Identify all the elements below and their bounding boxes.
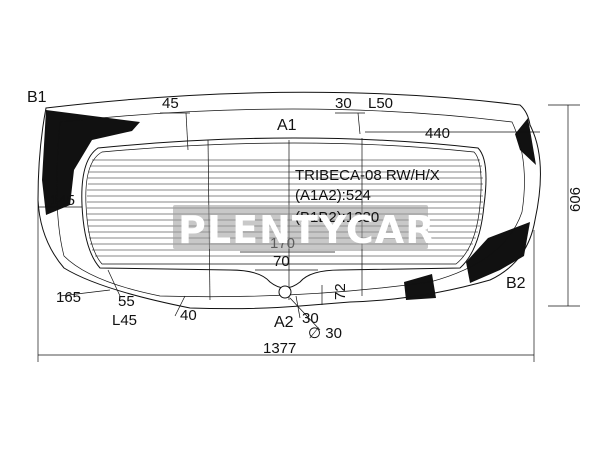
dim-center-70: 70 xyxy=(273,253,290,270)
dim-left-165: 165 xyxy=(56,289,81,306)
part-a1a2-line: (A1A2):524 xyxy=(295,187,371,204)
point-a1-label: A1 xyxy=(277,117,297,134)
frit-inner-outline xyxy=(56,108,525,298)
watermark-box xyxy=(173,205,428,249)
dim-width-1377: 1377 xyxy=(263,340,296,357)
dim-right-440: 440 xyxy=(425,125,450,142)
frit-left xyxy=(42,110,140,215)
dim-left-145: 145 xyxy=(50,192,75,209)
dim-top-45: 45 xyxy=(162,95,179,112)
glass-outline xyxy=(37,91,541,310)
frit-right-bottom xyxy=(466,222,530,283)
point-b2-label: B2 xyxy=(506,275,526,292)
wiper-hole xyxy=(278,285,292,299)
dim-top-30: 30 xyxy=(335,95,352,112)
heated-area-inner xyxy=(85,142,482,265)
frit-right-top xyxy=(515,118,536,165)
point-a2-label: A2 xyxy=(274,314,294,331)
watermark-text: PLENTYCAR xyxy=(178,208,435,252)
heated-area-outline xyxy=(81,137,487,289)
dim-diameter-30: ∅ 30 xyxy=(308,325,342,342)
dim-left-55: 55 xyxy=(118,293,135,310)
frit-right-lower xyxy=(404,274,436,300)
dim-l45: L45 xyxy=(112,312,137,329)
dim-a2-30: 30 xyxy=(302,310,319,327)
point-b1-label: B1 xyxy=(27,89,47,106)
part-model-line: TRIBECA-08 RW/H/X xyxy=(295,167,440,184)
dim-bottom-72: 72 xyxy=(332,283,349,300)
dim-l50: L50 xyxy=(368,95,393,112)
dim-bottom-40: 40 xyxy=(180,307,197,324)
dim-height-606: 606 xyxy=(567,187,584,212)
part-b1b2-line: (B1B2):1380 xyxy=(295,209,379,226)
dimension-lines xyxy=(37,104,580,362)
